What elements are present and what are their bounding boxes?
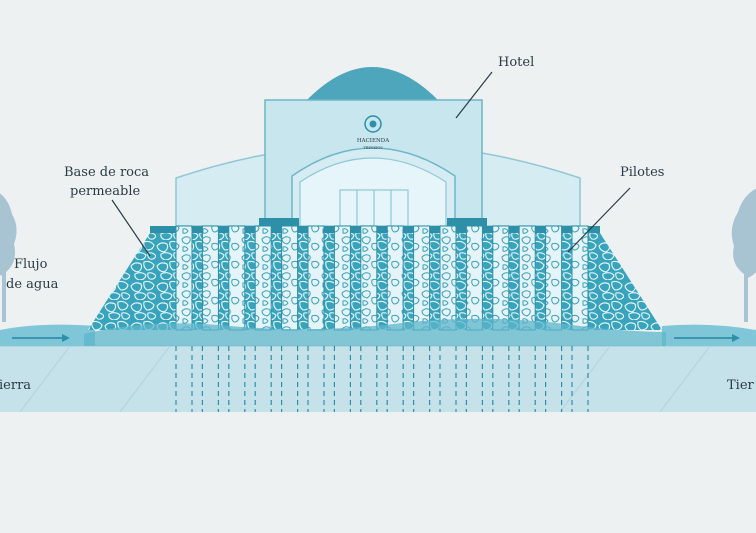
ground-hatching <box>19 345 711 413</box>
pile <box>307 225 325 331</box>
tree-icon <box>0 193 17 322</box>
pile <box>333 225 351 331</box>
pile <box>492 225 510 331</box>
sign-sub: TRESKIOS <box>363 146 383 150</box>
pile <box>518 225 536 331</box>
label-base-line2: permeable <box>70 184 140 199</box>
label-flujo-line2: de agua <box>6 277 59 292</box>
flow-arrow-icon <box>674 334 740 342</box>
logo-icon <box>364 115 382 133</box>
flow-arrow-icon <box>12 334 70 342</box>
entrance-arch <box>299 157 447 227</box>
ground-layer <box>0 346 756 412</box>
pile <box>254 225 272 331</box>
pile <box>228 225 246 331</box>
label-base-line1: Base de roca <box>64 165 149 180</box>
label-pilotes: Pilotes <box>620 165 664 180</box>
pile <box>175 225 193 331</box>
pile <box>413 225 431 331</box>
pile <box>201 225 219 331</box>
hotel-leader <box>455 71 493 119</box>
water-saturation-band <box>84 318 666 346</box>
piles-group <box>175 225 589 412</box>
pile <box>465 225 483 331</box>
label-tierra-right: Tier <box>727 378 755 393</box>
pile <box>545 225 563 331</box>
pile <box>386 225 404 331</box>
water-right <box>662 324 756 346</box>
pile <box>439 225 457 331</box>
pile <box>571 225 589 331</box>
tree-icon <box>731 188 756 322</box>
label-tierra-left: ierra <box>0 378 31 393</box>
front-facade <box>264 99 483 227</box>
water-left <box>0 324 95 346</box>
pilotes-leader <box>567 187 631 253</box>
label-flujo-line1: Flujo <box>14 257 48 272</box>
pile <box>281 225 299 331</box>
sign-name: HACIENDA <box>357 138 390 144</box>
pile <box>360 225 378 331</box>
dome <box>305 67 440 102</box>
label-hotel: Hotel <box>498 55 534 70</box>
base-leader <box>111 199 151 257</box>
